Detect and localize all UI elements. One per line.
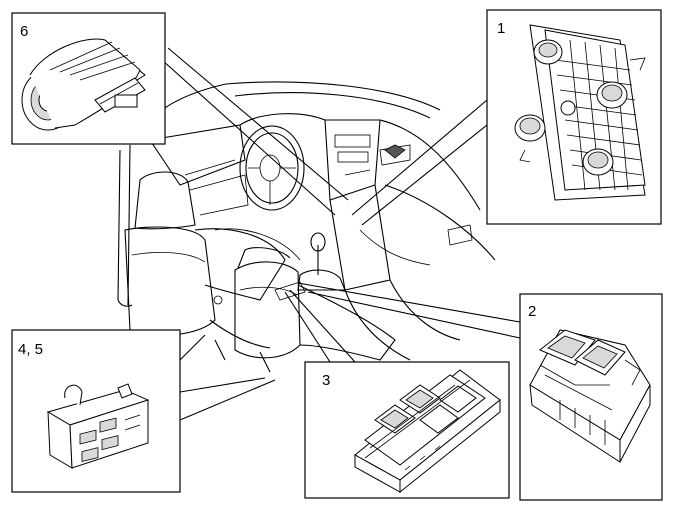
- ignition-switch-part: [21, 38, 146, 131]
- callout-3-label: 3: [322, 372, 330, 389]
- door-switch-quad-part: [354, 369, 501, 494]
- callout-3: 3: [304, 361, 510, 499]
- callout-2-label: 2: [528, 303, 536, 320]
- leader-lines: [161, 47, 521, 421]
- door-switch-double-part: [529, 329, 651, 463]
- callout-2: 2: [519, 293, 663, 501]
- callout-1: 1: [486, 9, 662, 225]
- callout-4-5: 4, 5: [11, 329, 181, 493]
- callout-6: 6: [11, 12, 166, 145]
- callout-4-5-label: 4, 5: [18, 341, 43, 358]
- seat-switch-part: [46, 383, 150, 469]
- climate-control-panel-part: [514, 24, 646, 201]
- callout-1-label: 1: [497, 20, 505, 37]
- callout-6-label: 6: [20, 23, 28, 40]
- car-interior-illustration: [117, 81, 496, 373]
